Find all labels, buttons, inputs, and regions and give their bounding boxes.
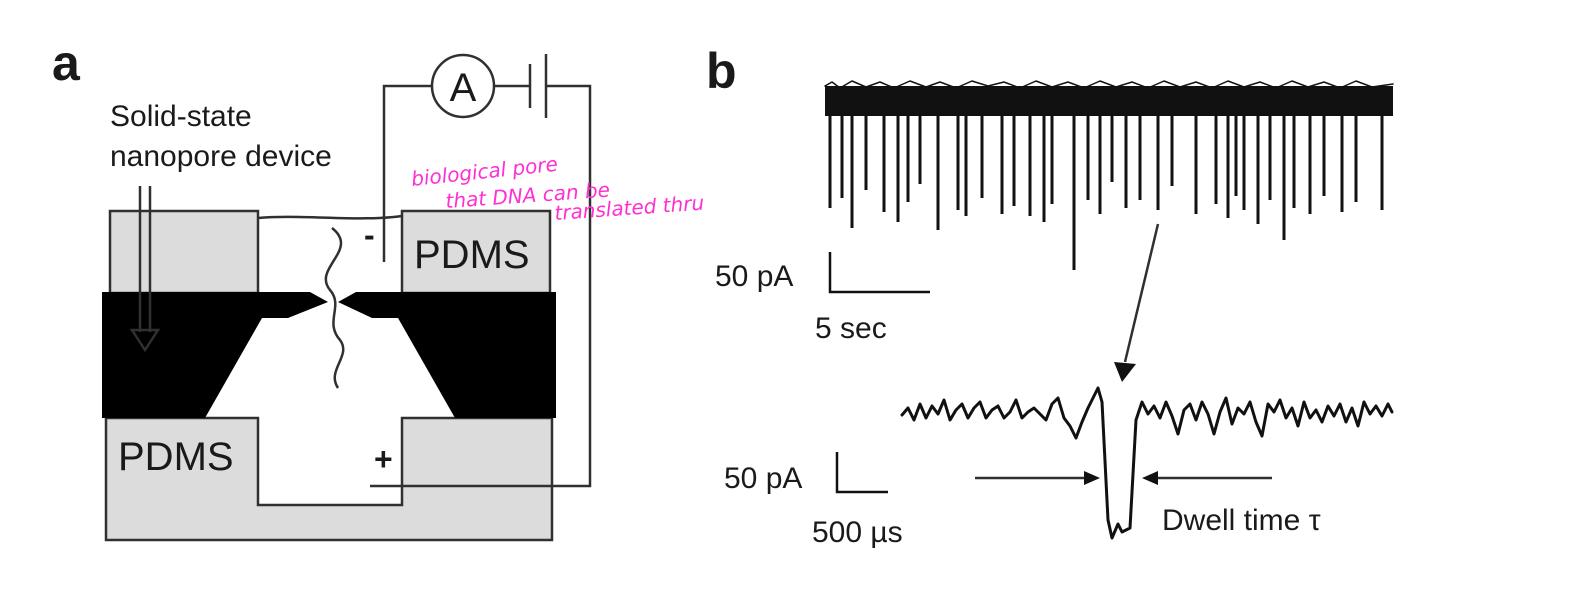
circuit-wire-right xyxy=(370,84,592,488)
zoom-arrow-head xyxy=(1114,362,1136,382)
bottom-scale-time-label: 500 µs xyxy=(812,516,903,549)
translocation-events xyxy=(828,114,1384,270)
minus-electrode-sign: - xyxy=(364,217,375,253)
circuit-wire-left xyxy=(382,84,432,262)
zoom-arrow-line xyxy=(1123,223,1160,363)
bottom-scale-current-label: 50 pA xyxy=(724,462,802,495)
pdms-bottom-block xyxy=(104,416,554,542)
ammeter-circle xyxy=(430,53,496,119)
dwell-arrow-left-head xyxy=(1084,471,1100,485)
nanopore-chip-right xyxy=(338,292,556,418)
dwell-time-label: Dwell time τ xyxy=(1162,504,1321,537)
pdms-bottom-label: PDMS xyxy=(118,435,234,479)
top-scale-bar xyxy=(828,252,930,294)
pdms-top-right-block xyxy=(400,209,552,295)
zoomed-event-trace xyxy=(900,386,1394,540)
panel-a: a A - + PDMS PDMS Solid-state nanopore d… xyxy=(52,35,705,542)
nanopore-chip-left xyxy=(102,292,328,418)
panel-b: b xyxy=(706,43,1394,549)
plus-electrode-sign: + xyxy=(374,441,393,477)
device-pointer-arrow xyxy=(129,186,161,353)
top-scale-time-label: 5 sec xyxy=(815,312,887,345)
device-label-line2: nanopore device xyxy=(110,140,332,173)
pdms-top-label: PDMS xyxy=(414,233,530,277)
device-label-line1: Solid-state xyxy=(110,100,252,133)
pdms-top-left-block xyxy=(108,209,260,295)
current-trace-baseline xyxy=(825,86,1393,116)
top-scale-current-label: 50 pA xyxy=(715,260,793,293)
panel-b-label: b xyxy=(706,43,737,99)
ammeter-label: A xyxy=(450,66,477,110)
dna-strand xyxy=(324,227,345,389)
panel-a-label: a xyxy=(52,35,81,91)
bottom-scale-bar xyxy=(835,452,888,494)
electrolyte-surface-line xyxy=(257,214,403,220)
dwell-arrow-right-head xyxy=(1142,471,1158,485)
current-trace-noise xyxy=(824,80,1394,89)
